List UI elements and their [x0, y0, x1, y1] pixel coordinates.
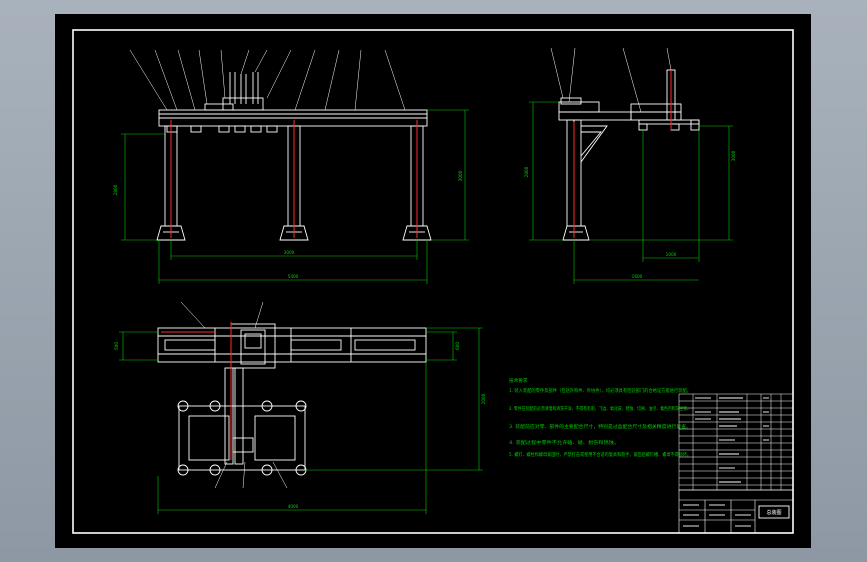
side-leaders — [550, 47, 672, 113]
drawing-sheet[interactable]: 3000 5400 2800 3000 — [55, 14, 811, 548]
side-dim-labels: 2800 3000 1000 1600 — [524, 150, 736, 279]
dim-side-depth: 1600 — [632, 274, 643, 279]
side-view — [558, 69, 700, 241]
dim-front-total: 5400 — [288, 274, 299, 279]
parts-list-entries — [695, 397, 769, 483]
notes-line-3: 3. 装配前应对零、部件的主要配合尺寸，特别是过盈配合尺寸及相关精度进行复查。 — [509, 423, 691, 430]
front-dimensions — [121, 109, 469, 284]
title-block-marks — [683, 504, 751, 527]
dim-plan-right: 600 — [455, 342, 460, 350]
side-centerlines — [573, 70, 672, 238]
plan-leaders — [180, 301, 288, 489]
parts-list — [678, 393, 794, 491]
dim-side-width: 1000 — [666, 252, 677, 257]
plan-dim-labels: 4000 2000 500 600 — [114, 342, 486, 509]
notes-line-1: 1. 装入装配的零件及部件（包括外购件、外协件），均必须具有检验部门的合格证方能… — [509, 387, 691, 394]
sheet-frame — [72, 29, 794, 534]
plan-view — [157, 323, 427, 476]
front-centerlines — [170, 120, 418, 238]
dim-front-height-right: 3000 — [458, 170, 463, 181]
dim-plan-total: 4000 — [288, 504, 299, 509]
notes-line-4: 4. 装配过程中零件不允许磕、碰、划伤和锈蚀。 — [509, 439, 619, 446]
notes-title: 技术要求 — [509, 377, 528, 384]
drawing-name: 总装图 — [766, 509, 781, 516]
notes-line-2: 2. 零件在装配前必须清理和清洗干净，不得有毛刺、飞边、氧化皮、锈蚀、切屑、油污… — [509, 405, 691, 412]
dim-front-span: 3000 — [284, 250, 295, 255]
plan-centerlines — [161, 322, 232, 460]
dim-side-height: 2800 — [524, 166, 529, 177]
front-dim-labels: 3000 5400 2800 3000 — [113, 170, 463, 279]
notes-line-5: 5. 螺钉、螺栓和螺母紧固时，严禁打击或使用不合适的旋具和扳手，紧固后螺钉槽、螺… — [509, 451, 691, 458]
front-leaders — [129, 49, 406, 111]
dim-plan-depth: 2000 — [481, 393, 486, 404]
plan-dimensions — [119, 327, 483, 514]
technical-notes: 技术要求 1. 装入装配的零件及部件（包括外购件、外协件），均必须具有检验部门的… — [509, 377, 691, 458]
dim-front-height-left: 2800 — [113, 184, 118, 195]
side-dimensions — [529, 101, 733, 284]
dim-plan-left: 500 — [114, 342, 119, 350]
dim-side-height-right: 3000 — [731, 150, 736, 161]
title-block — [678, 489, 794, 534]
